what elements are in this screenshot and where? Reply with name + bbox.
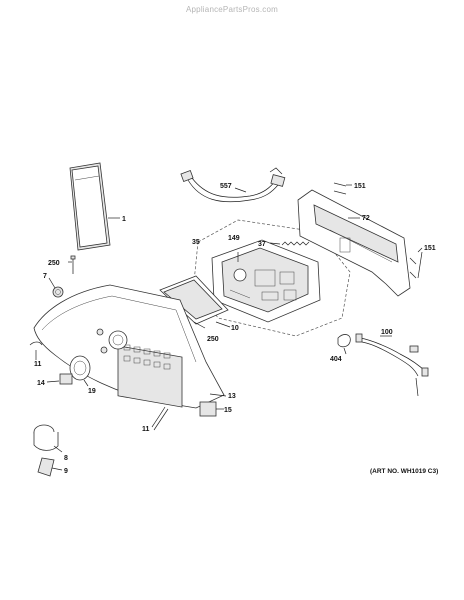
part-149-control-board — [211, 239, 321, 323]
callout-72: 72 — [362, 215, 370, 222]
art-number: (ART NO. WH1019 C3) — [370, 468, 438, 475]
callout-37: 37 — [258, 241, 266, 248]
part-7-knob-insert — [48, 277, 64, 298]
callout-250-left: 250 — [48, 260, 60, 267]
callout-15: 15 — [224, 407, 232, 414]
callout-100: 100 — [381, 329, 393, 336]
watermark: AppliancePartsPros.com — [186, 5, 278, 14]
callout-7: 7 — [43, 273, 47, 280]
callout-14: 14 — [37, 380, 45, 387]
callout-11-bottom: 11 — [142, 426, 150, 433]
part-151-screws-top — [333, 182, 352, 195]
part-72-mounting-plate — [297, 189, 411, 297]
part-250-screw-left — [68, 255, 76, 274]
part-11-clip-left — [29, 341, 43, 360]
callout-11-left: 11 — [34, 361, 42, 368]
callout-151-right: 151 — [424, 245, 436, 252]
part-37-spring — [269, 241, 310, 246]
callout-19: 19 — [88, 388, 96, 395]
callout-557: 557 — [220, 183, 232, 190]
part-404-sensor — [337, 334, 351, 355]
part-15-bracket — [199, 401, 224, 417]
part-14-bracket — [46, 373, 73, 385]
callout-250-mid: 250 — [207, 336, 219, 343]
part-8-switch — [33, 424, 63, 453]
callout-404: 404 — [330, 356, 342, 363]
part-11-hose — [151, 406, 169, 431]
part-9-clip — [37, 457, 63, 477]
part-10-cover — [159, 275, 231, 329]
part-100-wire-harness — [355, 333, 429, 397]
part-1-manual — [69, 162, 120, 251]
part-151-screws-right — [409, 247, 423, 279]
callout-149: 149 — [228, 235, 240, 242]
callout-35: 35 — [192, 239, 200, 246]
callout-151-top: 151 — [354, 183, 366, 190]
callout-9: 9 — [64, 468, 68, 475]
callout-13: 13 — [228, 393, 236, 400]
callout-8: 8 — [64, 455, 68, 462]
part-557-harness — [180, 167, 286, 203]
part-13-console-housing — [33, 284, 227, 409]
callout-1: 1 — [122, 216, 126, 223]
callout-10: 10 — [231, 325, 239, 332]
part-19-knob — [69, 355, 91, 387]
